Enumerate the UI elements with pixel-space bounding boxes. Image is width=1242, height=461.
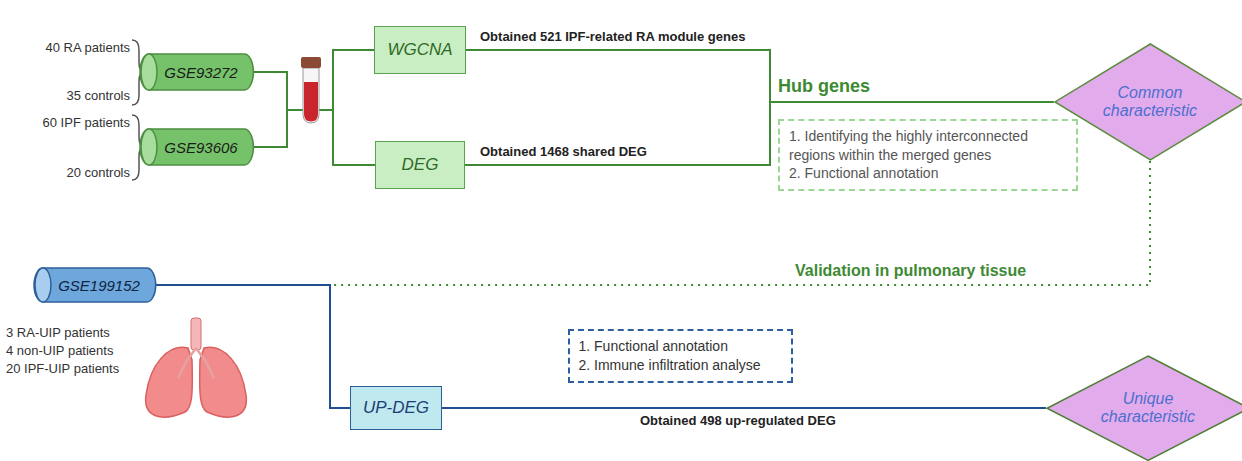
dataset-cylinder: GSE93606 bbox=[140, 128, 253, 166]
node-text: Common characteristic bbox=[1091, 84, 1209, 121]
connector-label: Validation in pulmonary tissue bbox=[795, 262, 1026, 280]
section-heading: Hub genes bbox=[778, 76, 870, 97]
sample-count: 3 RA-UIP patients bbox=[6, 325, 110, 340]
node-text: 1. Functional annotation bbox=[579, 337, 728, 356]
blood-tube-icon bbox=[301, 57, 321, 123]
decision-diamond: Unique characteristic bbox=[1046, 355, 1242, 461]
sample-count: 20 controls bbox=[66, 165, 130, 180]
connector-label: Obtained 498 up-regulated DEG bbox=[640, 413, 836, 428]
diamond-shape bbox=[1047, 356, 1242, 461]
diamond-shape bbox=[1055, 44, 1242, 160]
connector bbox=[442, 407, 1046, 409]
connector bbox=[254, 50, 375, 147]
dataset-cylinder: GSE199152 bbox=[34, 267, 156, 303]
sample-count: 20 IPF-UIP patients bbox=[6, 361, 119, 376]
cylinder-body bbox=[140, 129, 253, 165]
node-text: Unique characteristic bbox=[1089, 390, 1207, 427]
connector-label: Obtained 1468 shared DEG bbox=[480, 144, 647, 159]
lung-icon bbox=[146, 318, 247, 417]
node-text: GSE93606 bbox=[164, 139, 237, 156]
dataset-cylinder: GSE93272 bbox=[140, 53, 253, 91]
connector bbox=[254, 72, 375, 165]
cylinder-cap bbox=[141, 54, 157, 90]
node-text: WGCNA bbox=[387, 40, 452, 60]
node-text: 1. Identifying the highly interconnected… bbox=[789, 127, 1067, 165]
note-box: 1. Identifying the highly interconnected… bbox=[778, 119, 1078, 192]
sample-count: 40 RA patients bbox=[45, 40, 130, 55]
connector-label: Obtained 521 IPF-related RA module genes bbox=[480, 29, 745, 44]
cylinder-cap bbox=[35, 268, 51, 302]
node-text: DEG bbox=[402, 155, 439, 175]
process-box: UP-DEG bbox=[350, 386, 442, 430]
sample-count: 4 non-UIP patients bbox=[6, 343, 113, 358]
process-box: WGCNA bbox=[374, 26, 465, 74]
cylinder-body bbox=[140, 54, 253, 90]
sample-count: 60 IPF patients bbox=[43, 115, 130, 130]
node-text: 2. Functional annotation bbox=[789, 164, 938, 183]
connector bbox=[466, 50, 1054, 102]
node-text: GSE93272 bbox=[164, 64, 237, 81]
process-box: DEG bbox=[375, 141, 465, 189]
sample-count: 35 controls bbox=[66, 88, 130, 103]
note-box: 1. Functional annotation2. Immune infilt… bbox=[568, 329, 793, 383]
node-text: 2. Immune infiltration analyse bbox=[579, 356, 761, 375]
node-text: GSE199152 bbox=[58, 277, 140, 294]
decision-diamond: Common characteristic bbox=[1054, 43, 1242, 161]
cylinder-body bbox=[34, 268, 156, 302]
node-text: UP-DEG bbox=[363, 398, 429, 418]
cylinder-cap bbox=[141, 129, 157, 165]
diamond-outline bbox=[1046, 355, 1242, 461]
